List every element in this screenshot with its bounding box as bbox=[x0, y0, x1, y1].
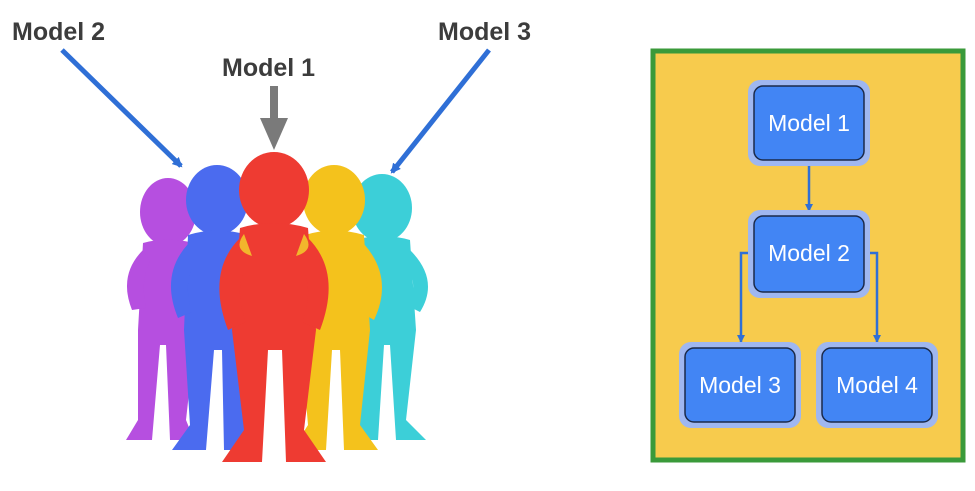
model2-arrow bbox=[60, 48, 183, 168]
node-model2: Model 2 bbox=[748, 210, 870, 298]
node-model3: Model 3 bbox=[679, 342, 801, 428]
node-model2-label: Model 2 bbox=[768, 240, 850, 266]
node-model4-label: Model 4 bbox=[836, 372, 918, 398]
red-person bbox=[219, 152, 329, 462]
node-model1-label: Model 1 bbox=[768, 110, 850, 136]
node-model3-label: Model 3 bbox=[699, 372, 781, 398]
node-model1: Model 1 bbox=[748, 80, 870, 166]
people-group bbox=[126, 152, 428, 462]
model3-callout-label: Model 3 bbox=[438, 18, 532, 46]
node-model4: Model 4 bbox=[816, 342, 938, 428]
model3-arrow bbox=[390, 48, 491, 174]
model1-arrow bbox=[260, 86, 288, 150]
model2-callout-label: Model 2 bbox=[12, 18, 106, 46]
hierarchy-panel: Model 1 Model 2 Model 3 Model 4 bbox=[650, 48, 966, 463]
model1-callout-label: Model 1 bbox=[222, 54, 316, 82]
